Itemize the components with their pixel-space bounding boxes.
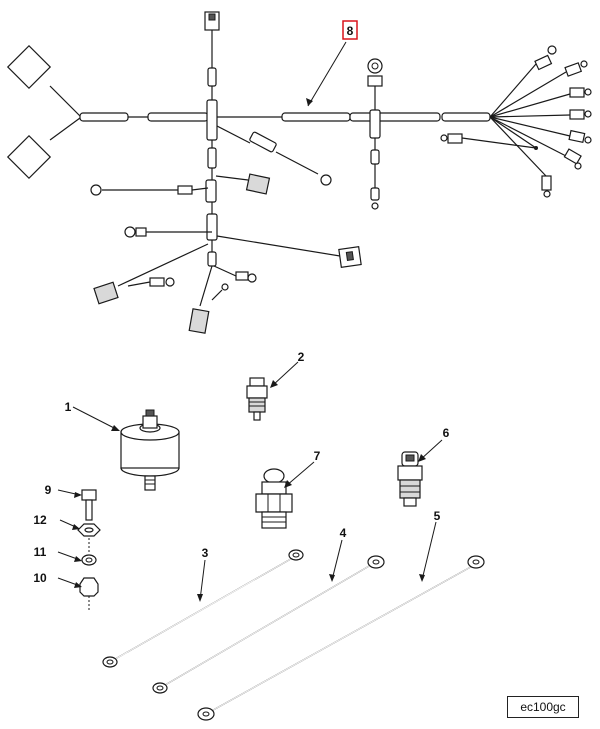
ground-strap-item-5 bbox=[197, 555, 485, 721]
ground-strap-item-4 bbox=[152, 555, 385, 694]
harness-connector-lower-left bbox=[6, 134, 52, 180]
leader-lines bbox=[57, 41, 443, 602]
callout-10: 10 bbox=[33, 571, 47, 585]
callout-12: 12 bbox=[33, 513, 47, 527]
callout-2: 2 bbox=[298, 350, 305, 364]
trunk-sleeve bbox=[281, 112, 351, 122]
callout-1: 1 bbox=[65, 400, 72, 414]
trunk-sleeve bbox=[79, 112, 129, 122]
callout-3: 3 bbox=[202, 546, 209, 560]
figure-id-label: ec100gc bbox=[507, 696, 579, 718]
bolt-head-item-9 bbox=[81, 489, 97, 501]
callout-5: 5 bbox=[434, 509, 441, 523]
trunk-junction bbox=[206, 99, 218, 141]
callout-9: 9 bbox=[45, 483, 52, 497]
callout-highlight-box bbox=[342, 20, 358, 40]
harness-connector-upper-left bbox=[6, 44, 52, 90]
callout-labels: 8 1 2 3 4 5 6 7 9 12 11 10 bbox=[33, 20, 450, 585]
sender-item-6 bbox=[397, 451, 423, 507]
callout-6: 6 bbox=[443, 426, 450, 440]
trunk-sleeve bbox=[441, 112, 491, 122]
sender-unit-item-1 bbox=[120, 409, 180, 491]
callout-7: 7 bbox=[314, 449, 321, 463]
trunk-sleeve bbox=[147, 112, 209, 122]
callout-8: 8 bbox=[347, 24, 354, 38]
wiring-harness bbox=[6, 11, 592, 334]
nut-item-10 bbox=[79, 577, 99, 597]
sender-item-7 bbox=[255, 468, 293, 529]
trunk-sleeve bbox=[349, 112, 441, 122]
bolt-shank-item-9 bbox=[85, 499, 93, 521]
hardware-stack bbox=[77, 489, 101, 612]
callout-11: 11 bbox=[34, 545, 47, 559]
ground-strap-item-3 bbox=[102, 549, 304, 668]
switch-item-2 bbox=[246, 377, 268, 421]
callout-4: 4 bbox=[340, 526, 347, 540]
